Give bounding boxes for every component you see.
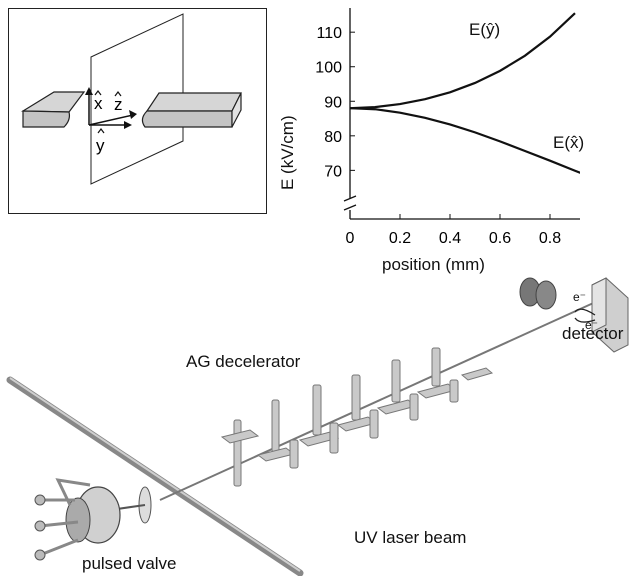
- decelerator-label: AG decelerator: [186, 352, 301, 371]
- field-strength-chart: 00.20.40.60.81110100908070: [315, 8, 580, 247]
- left-electrode-rod: [20, 91, 86, 128]
- x-tick-label: 0.8: [539, 230, 561, 247]
- electrode-inset-panel: x z y: [8, 8, 267, 214]
- x-axis-label: x: [94, 94, 103, 113]
- right-electrode-rod: [141, 92, 242, 128]
- x-tick-label: 0.2: [389, 230, 411, 247]
- x-tick-label: 0: [346, 230, 355, 247]
- electrode-drawing: x z y: [20, 13, 242, 185]
- y-tick-label: 100: [315, 60, 342, 77]
- z-axis-label: z: [114, 95, 123, 114]
- uv-laser-label: UV laser beam: [354, 528, 467, 547]
- electron-label-1: e⁻: [573, 290, 587, 304]
- series-label-ex: E(x̂): [553, 133, 585, 152]
- series-label-ey: E(ŷ): [469, 20, 501, 39]
- detector-label: detector: [562, 324, 624, 343]
- mcp-discs: [519, 277, 557, 310]
- pulsed-valve-label: pulsed valve: [82, 554, 177, 573]
- axis-break-mark: [343, 195, 357, 211]
- x-tick-label: 0.6: [489, 230, 511, 247]
- x-axis-title: position (mm): [382, 255, 485, 274]
- pulsed-valve: [34, 478, 152, 561]
- series-line-1: [349, 107, 580, 174]
- uv-laser-beam: [6, 376, 304, 576]
- electron-label-2: e⁻: [585, 318, 599, 332]
- molecular-beam-line: [159, 299, 601, 501]
- y-axis-title: E (kV/cm): [278, 115, 297, 190]
- y-tick-label: 70: [324, 163, 342, 180]
- y-tick-label: 80: [324, 129, 342, 146]
- x-tick-label: 0.4: [439, 230, 461, 247]
- series-line-0: [349, 12, 576, 110]
- y-tick-label: 90: [324, 94, 342, 111]
- y-axis-label: y: [96, 136, 105, 155]
- y-tick-label: 110: [316, 25, 342, 42]
